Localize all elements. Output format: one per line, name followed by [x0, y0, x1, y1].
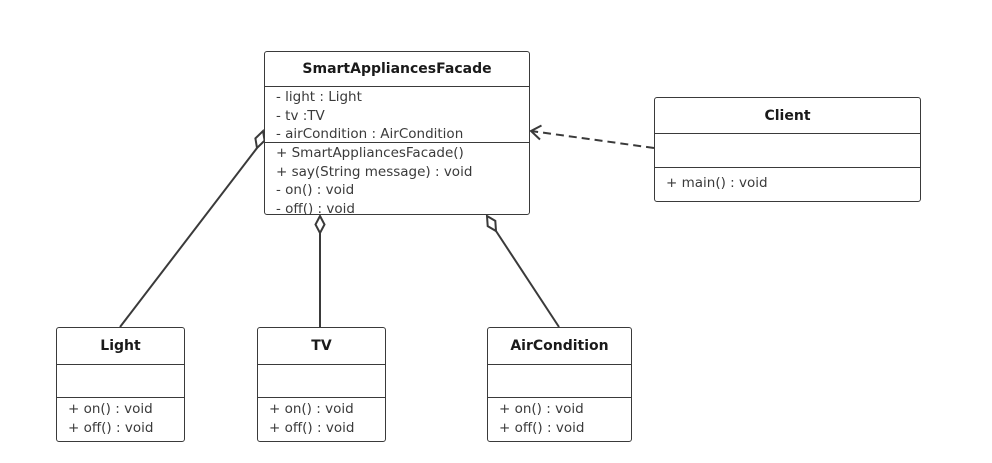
operation-section: + on() : void + off() : void	[488, 398, 631, 437]
aggregation-line-aircondition	[495, 230, 560, 328]
attribute-section	[655, 134, 920, 168]
operation: + SmartAppliancesFacade()	[276, 145, 464, 161]
operation-section: + SmartAppliancesFacade() + say(String m…	[265, 143, 529, 218]
class-client[interactable]: Client + main() : void	[654, 97, 921, 202]
operation: - off() : void	[276, 200, 355, 217]
dependency-line-client	[530, 130, 655, 149]
operation: + off() : void	[68, 419, 154, 436]
operation: + on() : void	[269, 401, 354, 417]
attribute: - tv :TV	[276, 107, 325, 124]
attribute-section: - light : Light - tv :TV - airCondition …	[265, 87, 529, 143]
operation: + main() : void	[666, 175, 768, 191]
attribute-section	[258, 365, 385, 398]
attribute: - light : Light	[276, 89, 362, 105]
class-name: AirCondition	[488, 328, 631, 365]
attribute: - airCondition : AirCondition	[276, 126, 464, 142]
operation-section: + main() : void	[655, 168, 920, 193]
attribute-section	[57, 365, 184, 398]
aggregation-diamond-aircondition	[485, 214, 498, 233]
attribute-section	[488, 365, 631, 398]
class-aircondition[interactable]: AirCondition + on() : void + off() : voi…	[487, 327, 632, 442]
operation: + off() : void	[269, 419, 355, 436]
aggregation-line-light	[119, 147, 258, 328]
dependency-arrowhead	[529, 124, 542, 141]
operation: + off() : void	[499, 419, 585, 436]
class-light[interactable]: Light + on() : void + off() : void	[56, 327, 185, 442]
operation: - on() : void	[276, 182, 355, 198]
class-tv[interactable]: TV + on() : void + off() : void	[257, 327, 386, 442]
aggregation-diamond-tv	[314, 213, 326, 236]
operation: + say(String message) : void	[276, 163, 473, 180]
class-name: Light	[57, 328, 184, 365]
operation: + on() : void	[68, 401, 153, 417]
operation-section: + on() : void + off() : void	[57, 398, 184, 437]
operation-section: + on() : void + off() : void	[258, 398, 385, 437]
class-name: Client	[655, 98, 920, 134]
class-name: TV	[258, 328, 385, 365]
class-smartappliancesfacade[interactable]: SmartAppliancesFacade - light : Light - …	[264, 51, 530, 218]
operation: + on() : void	[499, 401, 584, 417]
class-name: SmartAppliancesFacade	[265, 52, 529, 87]
